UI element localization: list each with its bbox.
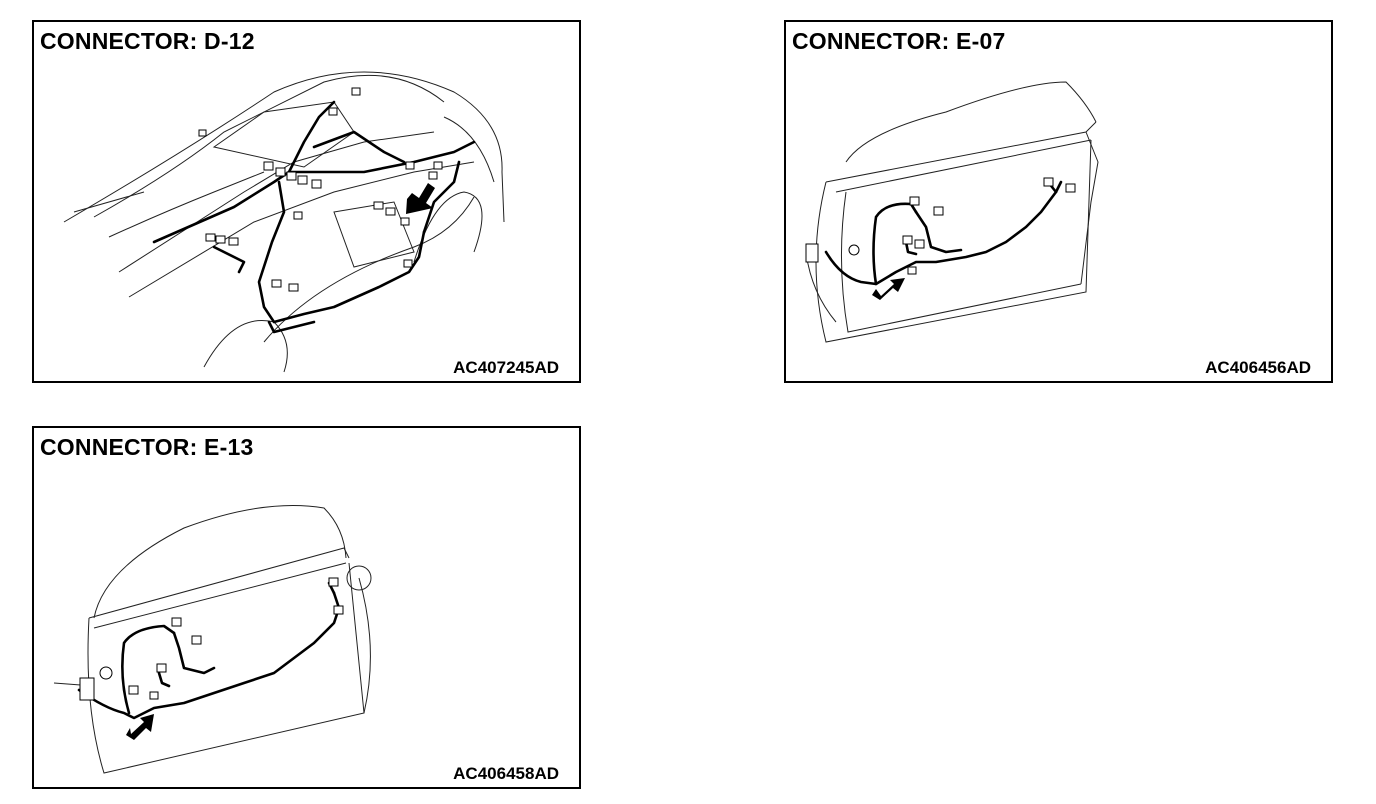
figure-code: AC406456AD: [1205, 358, 1311, 377]
location-arrow: [126, 714, 154, 740]
location-arrow: [406, 183, 435, 214]
location-arrow: [872, 278, 905, 300]
connector-title: CONNECTOR: E-07: [792, 28, 1006, 54]
connector-panel-e07: CONNECTOR: E-07 AC406456AD: [784, 20, 1333, 383]
connector-title: CONNECTOR: E-13: [40, 434, 254, 460]
connector-panel-e13: CONNECTOR: E-13 AC406458AD: [32, 426, 581, 789]
front-door-harness-diagram: [805, 81, 1099, 343]
figure-code: AC407245AD: [453, 358, 559, 377]
connector-title: CONNECTOR: D-12: [40, 28, 255, 54]
vehicle-harness-diagram: [63, 71, 505, 373]
figure-code: AC406458AD: [453, 764, 559, 783]
connector-panel-d12: CONNECTOR: D-12 AC407245AD: [32, 20, 581, 383]
rear-door-harness-diagram: [53, 505, 372, 774]
